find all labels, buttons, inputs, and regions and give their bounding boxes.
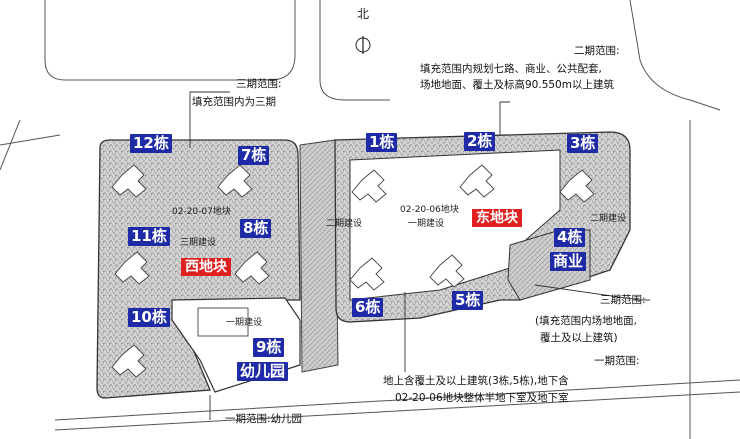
building-2-tag: 2栋 [464,132,496,151]
building-12-tag: 12栋 [130,134,172,153]
building-7-tag: 7栋 [238,146,270,165]
building-8-tag: 8栋 [240,219,272,238]
phase3-east-line2: 覆土及以上建筑) [540,332,618,344]
central-road-strip [299,139,339,373]
phase3-west-title: 三期范围: [236,78,282,90]
west-plot-name: 西地块 [181,258,231,276]
building-9-subtitle: 幼儿园 [237,362,289,381]
phase1-line2: 02-20-06地块整体半地下室及地下室 [395,392,569,404]
phase3-west-line1: 填充范围内为三期 [192,96,276,108]
phase2-build-label-right: 二期建设 [590,214,627,224]
phase2-build-label-left: 二期建设 [326,219,363,229]
phase3-east-line1: (填充范围内场地地面, [535,315,637,327]
east-plot-name: 东地块 [472,209,522,227]
phase3-build-label: 三期建设 [180,238,217,248]
phase3-east-title: 三期范围: [600,294,646,306]
building-1-tag: 1栋 [366,133,398,152]
phase1-line1: 地上含覆土及以上建筑(3栋,5栋),地下含 [383,375,569,387]
east-plot-code: 02-20-06地块 [400,205,459,215]
building-4-tag: 4栋 [554,228,586,247]
building-4-subtitle: 商业 [550,252,587,271]
west-plot-code: 02-20-07地块 [172,207,231,217]
building-5-tag: 5栋 [452,291,484,310]
building-footprints [111,164,595,378]
phase2-line1: 填充范围内规划七路、商业、公共配套, [420,63,602,75]
kindergarten-note: 一期范围:幼儿园 [225,413,303,425]
building-9-tag: 9栋 [253,338,285,357]
building-10-tag: 10栋 [128,308,170,327]
north-label: 北 [357,7,370,21]
building-11-tag: 11栋 [128,227,170,246]
phase2-line2: 场地地面、覆土及标高90.550m以上建筑 [420,79,614,91]
phase1-build-label-east: 一期建设 [408,219,445,229]
building-3-tag: 3栋 [567,134,599,153]
north-arrow-icon [355,36,371,54]
phase2-title: 二期范围: [574,45,620,57]
building-6-tag: 6栋 [352,298,384,317]
phase1-build-label-kindergarten: 一期建设 [226,318,263,328]
phase1-title: 一期范围: [594,355,640,367]
leader-lines [189,91,650,420]
